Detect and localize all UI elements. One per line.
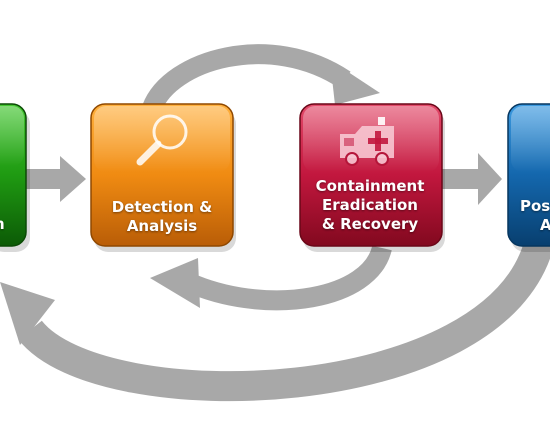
arrows bbox=[0, 44, 550, 402]
arrowhead-top-arc bbox=[330, 60, 380, 105]
arrow-middle-arc bbox=[191, 244, 392, 311]
arrowhead-bottom-arc bbox=[0, 282, 55, 345]
arrowhead-middle-arc bbox=[150, 258, 200, 308]
card-gloss bbox=[511, 106, 550, 172]
step-card-preparation bbox=[0, 103, 30, 252]
arrowhead-right bbox=[478, 153, 502, 205]
arrow-bottom-arc bbox=[18, 235, 550, 402]
step-label-post-incident: Pos A bbox=[520, 197, 550, 235]
arrow-right-shaft bbox=[442, 169, 484, 189]
step-label-preparation: n bbox=[0, 215, 8, 234]
ambulance-icon bbox=[340, 117, 394, 166]
step-label-line: & Recovery bbox=[321, 215, 419, 233]
arrow-top-arc bbox=[142, 44, 351, 113]
step-label-detection: Detection & Analysis bbox=[92, 198, 232, 236]
step-card-detection bbox=[90, 103, 236, 252]
step-card-containment bbox=[299, 103, 445, 252]
arrowhead-left bbox=[60, 156, 86, 202]
arrow-left-shaft bbox=[24, 169, 64, 189]
card-gloss bbox=[0, 106, 24, 166]
step-label-line: Containment bbox=[315, 177, 425, 195]
card-gloss bbox=[94, 106, 230, 172]
step-label-containment: Containment Eradication & Recovery bbox=[298, 177, 442, 234]
step-label-line: n bbox=[0, 215, 8, 234]
magnifying-glass-icon bbox=[136, 114, 188, 166]
step-label-line: A bbox=[540, 216, 550, 234]
step-label-line: Eradication bbox=[322, 196, 418, 214]
step-label-line: Detection & bbox=[111, 198, 213, 216]
step-card-post-incident bbox=[507, 103, 550, 252]
step-label-line: Analysis bbox=[126, 217, 198, 235]
step-label-line: Pos bbox=[520, 197, 550, 215]
